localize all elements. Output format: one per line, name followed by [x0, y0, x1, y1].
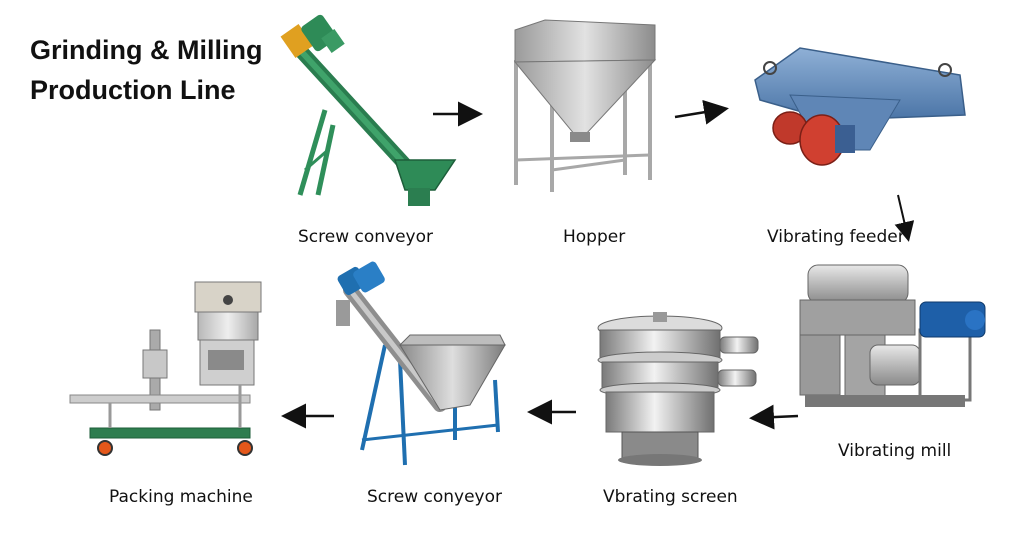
step-label-vibrating-mill: Vibrating mill: [838, 441, 952, 461]
step-label-vibrating-feeder: Vibrating feeder: [767, 227, 905, 247]
step-label-screw-conveyor-2: Screw conyeyor: [367, 487, 503, 507]
title-line-2: Production Line: [30, 75, 236, 105]
step-label-packing-machine: Packing machine: [109, 487, 253, 507]
step-label-screw-conveyor: Screw conveyor: [298, 227, 434, 247]
step-label-vibrating-screen: Vbrating screen: [603, 487, 738, 507]
title-line-1: Grinding & Milling: [30, 35, 263, 65]
step-label-hopper: Hopper: [563, 227, 626, 247]
page-title: Grinding & Milling Production Line: [30, 30, 262, 110]
